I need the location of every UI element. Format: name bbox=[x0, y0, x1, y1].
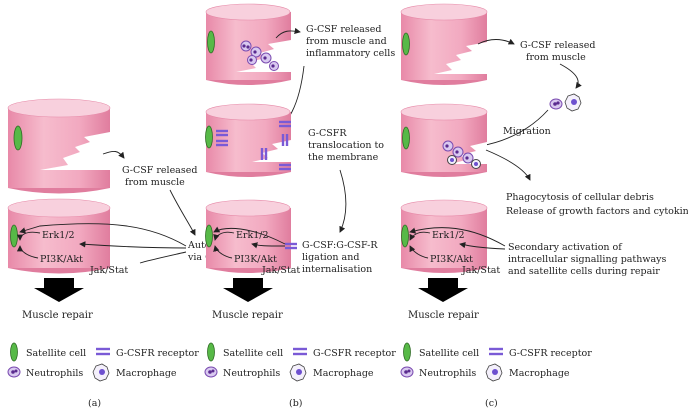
neutrophil-icon bbox=[400, 366, 414, 378]
legend-b: Satellite cell G-CSFR receptor Neutrophi… bbox=[204, 342, 396, 409]
translocation-text-1: G-CSFR bbox=[308, 128, 347, 139]
muscle-fiber-c1 bbox=[400, 3, 488, 85]
macrophage-icon bbox=[485, 363, 503, 382]
legend-macrophage-c: Macrophage bbox=[509, 368, 570, 379]
caption-b: (b) bbox=[289, 398, 303, 409]
pi3k-label-c: PI3K/Akt bbox=[430, 254, 473, 265]
legend-receptor-c: G-CSFR receptor bbox=[509, 348, 592, 359]
release-text-b-3: inflammatory cells bbox=[306, 48, 395, 59]
legend-macrophage-b: Macrophage bbox=[313, 368, 374, 379]
erk-label-a: Erk1/2 bbox=[42, 230, 75, 241]
legend-receptor-b: G-CSFR receptor bbox=[313, 348, 396, 359]
muscle-fiber-b2 bbox=[205, 103, 291, 177]
neutrophil-cluster bbox=[240, 40, 279, 71]
panel-b: G-CSF released from muscle and inflammat… bbox=[205, 3, 395, 321]
satellite-cell-icon bbox=[207, 342, 215, 362]
phago-text-2: Release of growth factors and cytokines bbox=[506, 206, 688, 217]
legend-satellite-a: Satellite cell bbox=[26, 348, 86, 359]
legend-satellite-b: Satellite cell bbox=[223, 348, 283, 359]
down-arrow-icon bbox=[34, 278, 84, 302]
release-text-b-1: G-CSF released bbox=[306, 24, 381, 35]
outcome-a: Muscle repair bbox=[22, 310, 93, 321]
down-arrow-icon bbox=[418, 278, 468, 302]
release-text-a-2: from muscle bbox=[125, 177, 185, 188]
release-text-a-1: G-CSF released bbox=[122, 165, 197, 176]
satellite-cell bbox=[10, 224, 18, 248]
legend-neutrophils-a: Neutrophils bbox=[26, 368, 83, 379]
satellite-cell-icon bbox=[403, 342, 411, 362]
panel-c: G-CSF released from muscle Migration bbox=[400, 3, 688, 321]
neutrophil-icon bbox=[204, 366, 218, 378]
legend-neutrophils-c: Neutrophils bbox=[419, 368, 476, 379]
erk-label-c: Erk1/2 bbox=[432, 230, 465, 241]
phago-text-1: Phagocytosis of cellular debris bbox=[506, 192, 654, 203]
legend-satellite-c: Satellite cell bbox=[419, 348, 479, 359]
legend-a: Satellite cell G-CSFR receptor Neutrophi… bbox=[7, 342, 199, 409]
secondary-text-2: intracellular signalling pathways bbox=[508, 254, 667, 265]
migration-text: Migration bbox=[503, 126, 551, 137]
immune-cluster bbox=[442, 140, 481, 169]
satellite-cell-icon bbox=[10, 342, 18, 362]
gcsfr-receptors bbox=[216, 120, 291, 171]
muscle-fiber-a1 bbox=[7, 98, 111, 194]
jak-label-b: Jak/Stat bbox=[261, 265, 300, 276]
ligation-text-2: ligation and bbox=[302, 252, 359, 263]
release-text-b-2: from muscle and bbox=[306, 36, 387, 47]
release-text-c-2: from muscle bbox=[526, 52, 586, 63]
ligation-text-1: G-CSF:G-CSF-R bbox=[302, 240, 378, 251]
neutrophil-icon bbox=[7, 366, 21, 378]
translocation-text-3: the membrane bbox=[308, 152, 379, 163]
legend-macrophage-a: Macrophage bbox=[116, 368, 177, 379]
erk-label-b: Erk1/2 bbox=[236, 230, 269, 241]
pi3k-label-b: PI3K/Akt bbox=[234, 254, 277, 265]
macrophage-icon bbox=[289, 363, 307, 382]
legend-neutrophils-b: Neutrophils bbox=[223, 368, 280, 379]
satellite-cell bbox=[13, 125, 23, 151]
muscle-fiber-b3 bbox=[205, 199, 297, 273]
jak-label-a: Jak/Stat bbox=[89, 265, 128, 276]
outcome-c: Muscle repair bbox=[408, 310, 479, 321]
caption-a: (a) bbox=[88, 398, 101, 409]
secondary-text-3: and satellite cells during repair bbox=[508, 266, 660, 277]
legend-receptor-a: G-CSFR receptor bbox=[116, 348, 199, 359]
down-arrow-icon bbox=[223, 278, 273, 302]
ligation-text-3: internalisation bbox=[302, 264, 372, 275]
caption-c: (c) bbox=[485, 398, 498, 409]
secondary-text-1: Secondary activation of bbox=[508, 242, 623, 253]
translocation-text-2: translocation to bbox=[308, 140, 384, 151]
migrating-cells bbox=[549, 93, 582, 112]
muscle-fiber-b1 bbox=[205, 3, 291, 85]
pi3k-label-a: PI3K/Akt bbox=[40, 254, 83, 265]
muscle-fiber-c3 bbox=[400, 199, 488, 273]
outcome-b: Muscle repair bbox=[212, 310, 283, 321]
release-text-c-1: G-CSF released bbox=[520, 40, 595, 51]
muscle-fiber-c2 bbox=[400, 103, 488, 177]
jak-label-c: Jak/Stat bbox=[461, 265, 500, 276]
macrophage-icon bbox=[92, 363, 110, 382]
legend-c: Satellite cell G-CSFR receptor Neutrophi… bbox=[400, 342, 592, 409]
